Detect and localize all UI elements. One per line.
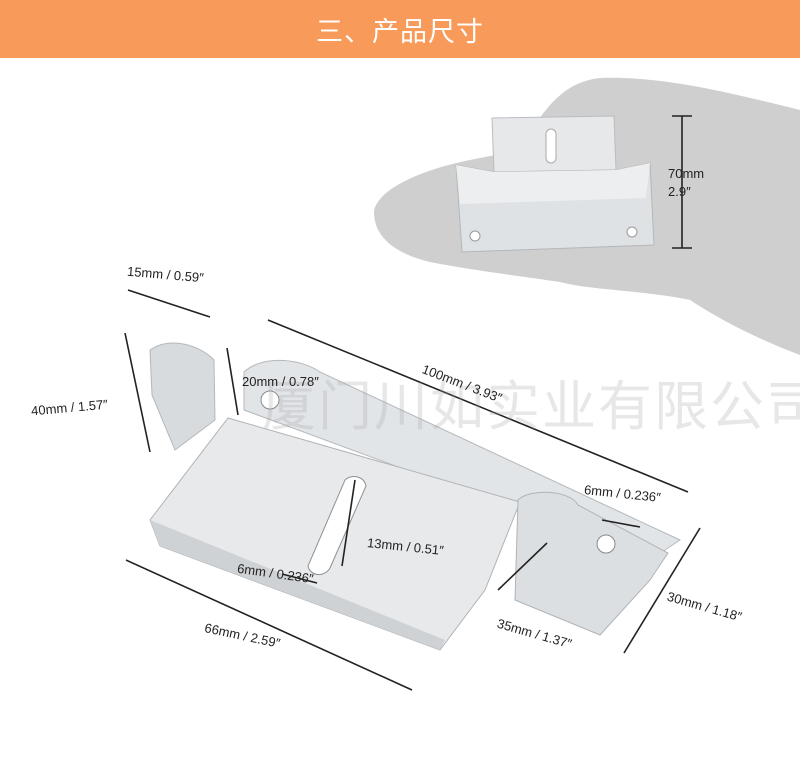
small-bracket-image <box>455 115 655 253</box>
hand-height-inch-label: 2.9″ <box>668 184 691 199</box>
section-title: 三、产品尺寸 <box>316 16 484 48</box>
dimension-lines <box>124 289 701 691</box>
section-header-banner: 三、产品尺寸 <box>0 0 800 58</box>
product-dimension-figure <box>124 77 800 691</box>
large-bracket-image <box>149 342 682 651</box>
company-watermark: 厦门川如实业有限公司 <box>262 375 800 438</box>
hand-height-label: 70mm <box>668 166 705 181</box>
hole-offset-label: 20mm / 0.78″ <box>242 374 319 389</box>
hand-height-dimension-line <box>672 115 692 249</box>
